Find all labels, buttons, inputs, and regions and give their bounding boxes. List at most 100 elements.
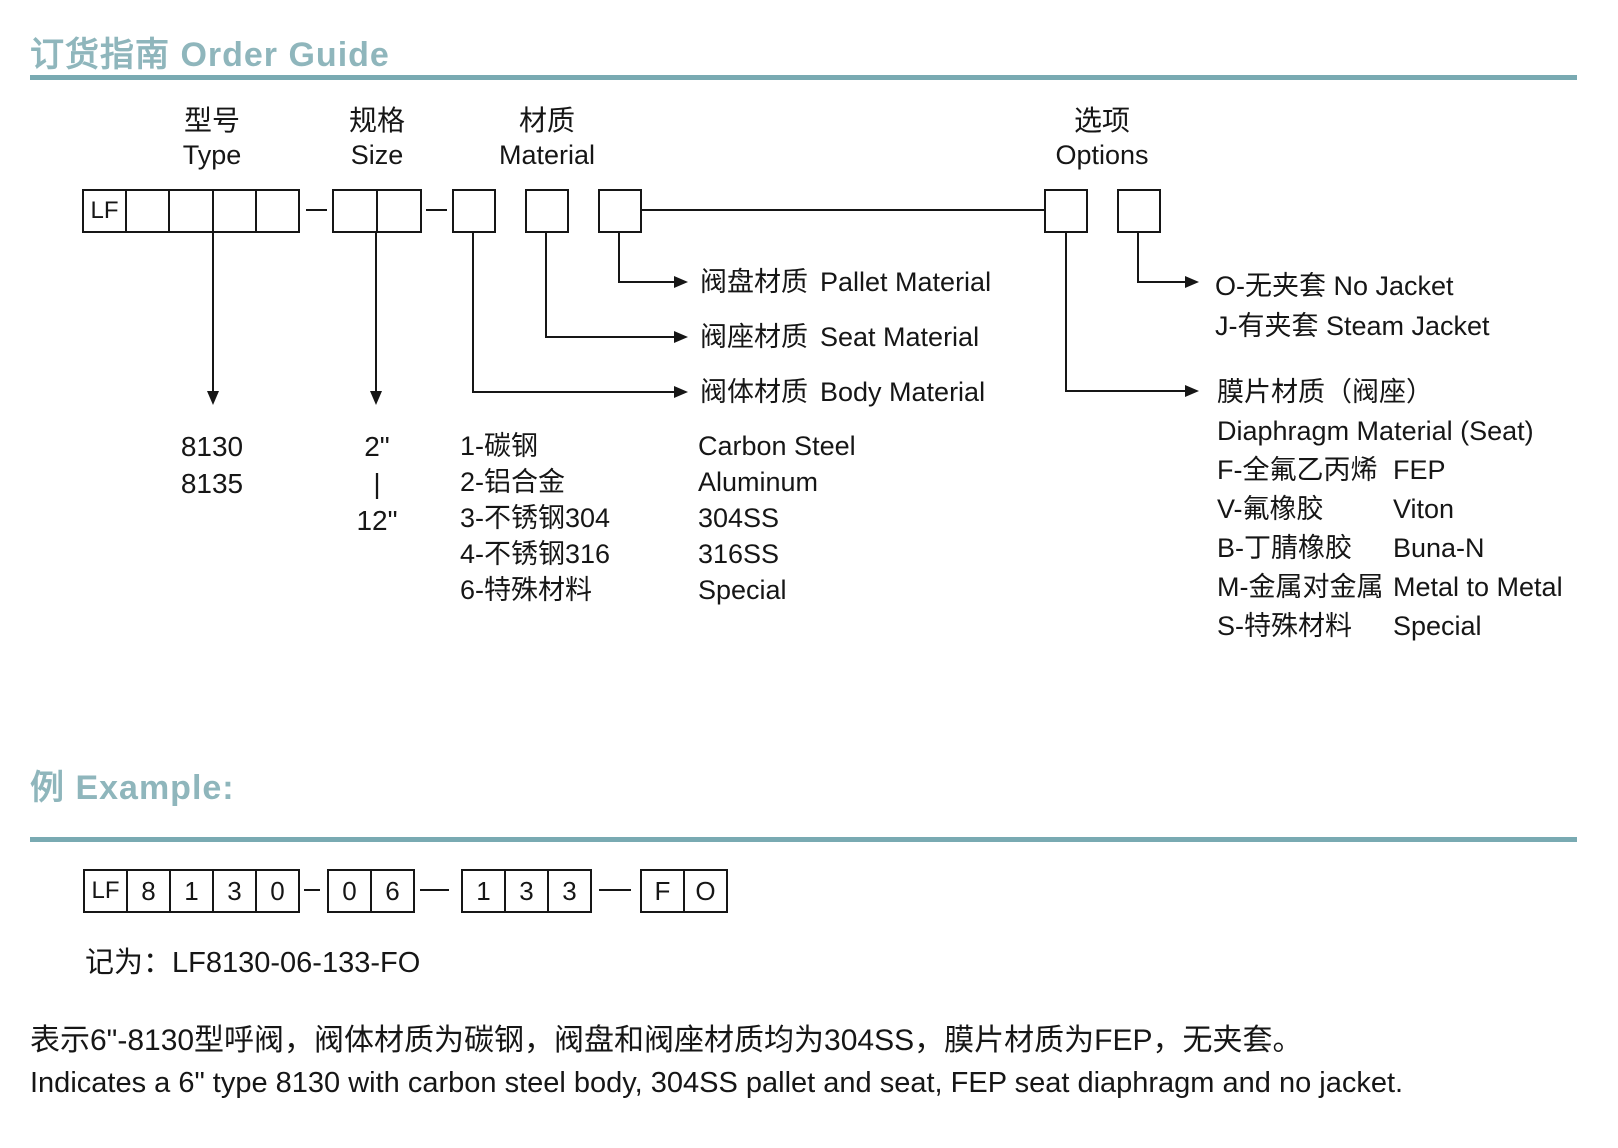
diaphragm-option-name: Buna-N <box>1393 533 1485 563</box>
column-label-options-en: Options <box>1055 140 1149 170</box>
example-description-zh: 表示6"-8130型呼阀，阀体材质为碳钢，阀盘和阀座材质均为304SS，膜片材质… <box>30 1024 1303 1057</box>
code-dash <box>426 209 447 211</box>
diaphragm-option-name: Metal to Metal <box>1393 572 1563 602</box>
material-option-row: 2-铝合金 Aluminum <box>460 466 856 502</box>
material-option-code: 2-铝合金 <box>460 467 566 497</box>
diaphragm-option-row: B-丁腈橡胶 Buna-N <box>1217 532 1485 564</box>
diaphragm-option-code: M-金属对金属 <box>1217 572 1384 602</box>
size-code-cell <box>376 191 420 231</box>
diaphragm-option-code: B-丁腈橡胶 <box>1217 533 1352 563</box>
example-code-cell: 0 <box>342 875 357 906</box>
type-code-cell <box>254 191 298 231</box>
jacket-option-box <box>1117 189 1161 233</box>
seat-material-box <box>525 189 569 233</box>
diaphragm-option-row: M-金属对金属 Metal to Metal <box>1217 571 1563 603</box>
example-code-cell: 6 <box>370 871 413 911</box>
type-code-cell <box>168 191 211 231</box>
body-material-label-zh: 阀体材质 <box>700 377 808 407</box>
column-label-type: 型号 Type <box>112 104 312 172</box>
material-option-code: 3-不锈钢304 <box>460 503 611 533</box>
column-label-material-zh: 材质 <box>518 105 575 136</box>
body-material-connector-line <box>472 391 674 393</box>
body-material-connector-line <box>472 233 474 393</box>
example-code-cell: 1 <box>169 871 212 911</box>
code-dash <box>304 889 320 891</box>
type-value: 8130 <box>180 431 244 462</box>
example-divider <box>30 837 1577 842</box>
example-code-cell: 8 <box>126 871 169 911</box>
options-connector-line <box>642 209 1044 211</box>
example-code-cell: 0 <box>255 871 298 911</box>
diaphragm-option-box <box>1044 189 1088 233</box>
example-code-cell: F <box>654 875 671 906</box>
example-code-cell: 3 <box>212 871 255 911</box>
seat-material-label-en: Seat Material <box>820 322 980 352</box>
example-code-cell: O <box>683 871 726 911</box>
code-prefix-cell: LF <box>90 197 119 224</box>
example-code-cell: 1 <box>476 875 491 906</box>
column-label-options: 选项 Options <box>1002 104 1202 172</box>
type-code-cell <box>211 191 255 231</box>
seat-material-arrow-icon <box>674 331 688 343</box>
seat-material-label: 阀座材质 Seat Material <box>700 321 979 353</box>
size-value-max: 12" <box>356 505 398 536</box>
material-option-code: 1-碳钢 <box>460 431 539 461</box>
type-code-boxes: LF <box>82 189 300 233</box>
header-divider <box>30 75 1577 80</box>
column-label-material-en: Material <box>498 140 596 170</box>
jacket-connector-line <box>1137 281 1185 283</box>
type-values: 8130 8135 <box>158 428 266 502</box>
material-option-code: 4-不锈钢316 <box>460 539 611 569</box>
body-material-box <box>452 189 496 233</box>
pallet-material-arrow-icon <box>674 276 688 288</box>
example-code-cell: 3 <box>504 871 547 911</box>
pallet-material-label: 阀盘材质 Pallet Material <box>700 266 991 298</box>
pallet-material-connector-line <box>618 281 674 283</box>
diaphragm-option-name: FEP <box>1393 455 1446 485</box>
size-arrow-icon <box>370 391 382 405</box>
material-option-name: Special <box>698 575 787 605</box>
body-material-label-en: Body Material <box>820 377 986 407</box>
size-code-boxes <box>332 189 422 233</box>
type-connector-line <box>212 233 214 391</box>
seat-material-label-zh: 阀座材质 <box>700 322 808 352</box>
diaphragm-title-zh: 膜片材质（阀座） <box>1217 377 1433 407</box>
diaphragm-connector-line <box>1065 390 1185 392</box>
diaphragm-connector-line <box>1065 233 1067 392</box>
material-option-name: Aluminum <box>698 467 819 497</box>
body-material-label: 阀体材质 Body Material <box>700 376 985 408</box>
example-size-boxes: 0 6 <box>327 869 415 913</box>
example-code-cell: 3 <box>547 871 590 911</box>
column-label-size: 规格 Size <box>277 104 477 172</box>
code-dash <box>306 209 327 211</box>
example-type-boxes: LF 8 1 3 0 <box>83 869 300 913</box>
example-note: 记为：LF8130-06-133-FO <box>85 946 420 980</box>
example-description-en: Indicates a 6" type 8130 with carbon ste… <box>30 1067 1404 1099</box>
pallet-material-label-en: Pallet Material <box>820 267 992 297</box>
example-code-text: LF8130-06-133-FO <box>172 947 421 979</box>
jacket-arrow-icon <box>1185 276 1199 288</box>
example-title: 例 Example: <box>30 769 235 807</box>
pallet-material-label-zh: 阀盘材质 <box>700 267 808 297</box>
size-values: 2" | 12" <box>340 428 414 539</box>
column-label-size-zh: 规格 <box>348 105 405 136</box>
type-value: 8135 <box>180 468 244 499</box>
size-connector-line <box>375 233 377 391</box>
diaphragm-option-code: V-氟橡胶 <box>1217 494 1324 524</box>
seat-material-connector-line <box>545 233 547 338</box>
example-options-boxes: F O <box>640 869 728 913</box>
column-label-type-en: Type <box>182 140 242 170</box>
jacket-option-steam-jacket: J-有夹套 Steam Jacket <box>1215 311 1490 341</box>
diaphragm-option-name: Special <box>1393 611 1482 641</box>
example-code-cell: LF <box>91 877 120 904</box>
diaphragm-title-en: Diaphragm Material (Seat) <box>1217 416 1534 446</box>
diaphragm-arrow-icon <box>1185 385 1199 397</box>
